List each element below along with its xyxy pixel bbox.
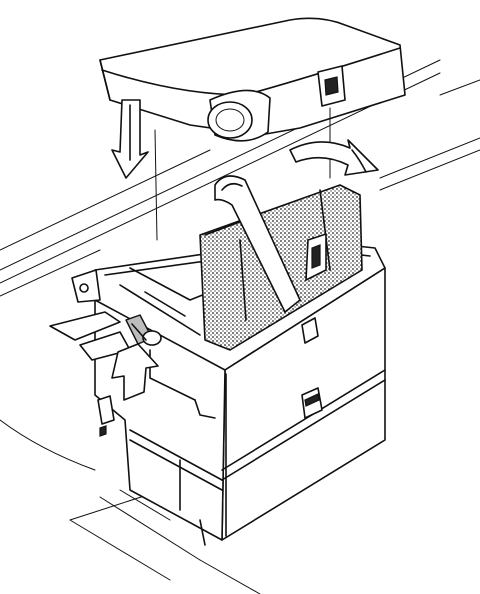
lid — [99, 17, 406, 241]
front-latch — [301, 317, 323, 419]
lower-left-latch — [97, 395, 115, 437]
insert-arrow — [111, 343, 159, 401]
rotate-arrow — [289, 139, 379, 176]
lid-down-arrow — [111, 99, 149, 179]
carry-handle — [214, 175, 301, 313]
